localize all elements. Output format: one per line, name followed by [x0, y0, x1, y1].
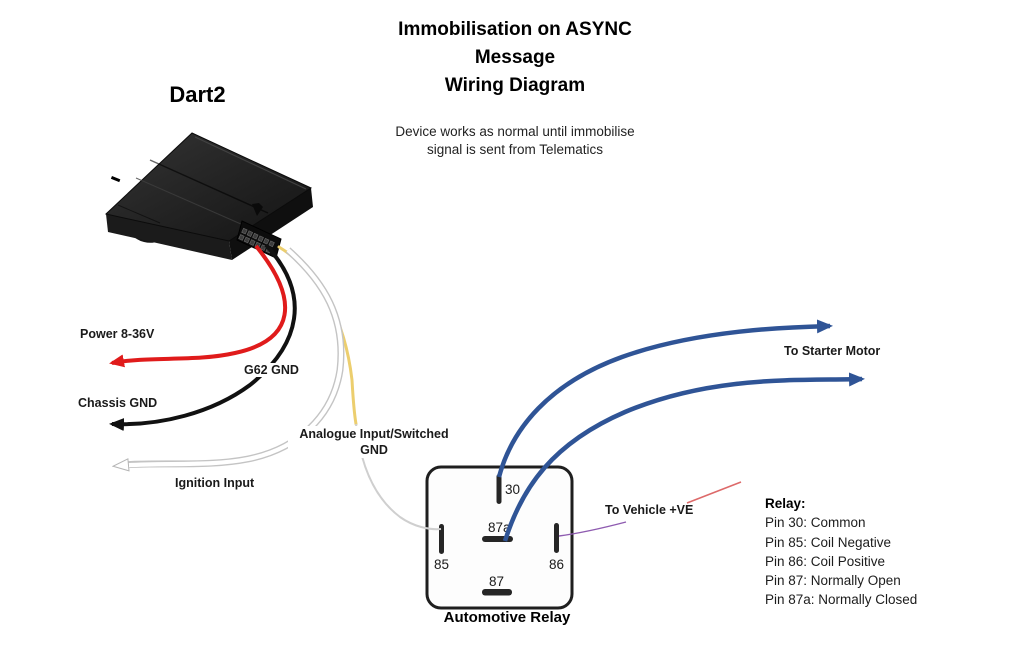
page-title-line3: Wiring Diagram [444, 75, 586, 96]
page-subtitle-line2: signal is sent from Telematics [426, 142, 604, 157]
device-edge-notch [252, 203, 263, 216]
starter-wire-from-pin87a [502, 372, 865, 542]
analogue-input-label-line1: Analogue Input/Switched [299, 427, 449, 441]
power-wire-label: Power 8-36V [80, 327, 155, 341]
relay-legend-item-pin87: Pin 87: Normally Open [765, 573, 901, 589]
page-title-line1: Immobilisation on ASYNC [398, 19, 632, 40]
device-name-label: Dart2 [169, 82, 226, 107]
device-left-face [106, 214, 232, 260]
vehicle-positive-wire [686, 481, 742, 504]
dart2-device-illustration [104, 132, 313, 260]
relay-legend-item-pin85: Pin 85: Coil Negative [765, 534, 892, 550]
relay-caption: Automotive Relay [443, 609, 571, 626]
analogue-input-label-line2: GND [360, 443, 388, 457]
relay-pin-30-label: 30 [505, 482, 520, 497]
vehicle-positive-label: To Vehicle +VE [605, 503, 694, 517]
relay-legend-item-pin30: Pin 30: Common [765, 515, 866, 531]
automotive-relay: 30 87a 85 86 87 [425, 465, 574, 610]
relay-pin-30 [496, 474, 502, 504]
ignition-input-label: Ignition Input [175, 476, 255, 490]
page-subtitle: Device works as normal until immobilise … [332, 123, 698, 159]
relay-pin-87 [482, 589, 512, 596]
page-title-line2: Message [474, 47, 556, 68]
relay-pin-86-label: 86 [549, 557, 564, 572]
starter-wire-from-pin30 [496, 319, 833, 478]
relay-legend-item-pin87a: Pin 87a: Normally Closed [765, 592, 918, 608]
analogue-input-label: Analogue Input/Switched GND [288, 426, 460, 458]
relay-pin-86 [554, 523, 559, 553]
relay-legend: Relay: Pin 30: Common Pin 85: Coil Negat… [765, 494, 917, 610]
coil-positive-wire [558, 521, 627, 537]
power-wire [109, 244, 288, 368]
page-subtitle-line1: Device works as normal until immobilise [395, 124, 635, 139]
relay-pin-87-label: 87 [489, 574, 504, 589]
page-title: Immobilisation on ASYNC Message Wiring D… [332, 16, 698, 100]
ground-wire [109, 243, 297, 431]
relay-pin-85-label: 85 [434, 557, 449, 572]
relay-legend-item-pin86: Pin 86: Coil Positive [765, 553, 886, 569]
relay-pin-85 [439, 524, 444, 554]
relay-pin-87a-label: 87a [488, 520, 511, 535]
g62-gnd-wire-label: G62 GND [242, 363, 301, 377]
chassis-gnd-label: Chassis GND [78, 396, 158, 410]
relay-legend-heading: Relay: [765, 496, 806, 511]
starter-motor-label: To Starter Motor [784, 344, 881, 358]
